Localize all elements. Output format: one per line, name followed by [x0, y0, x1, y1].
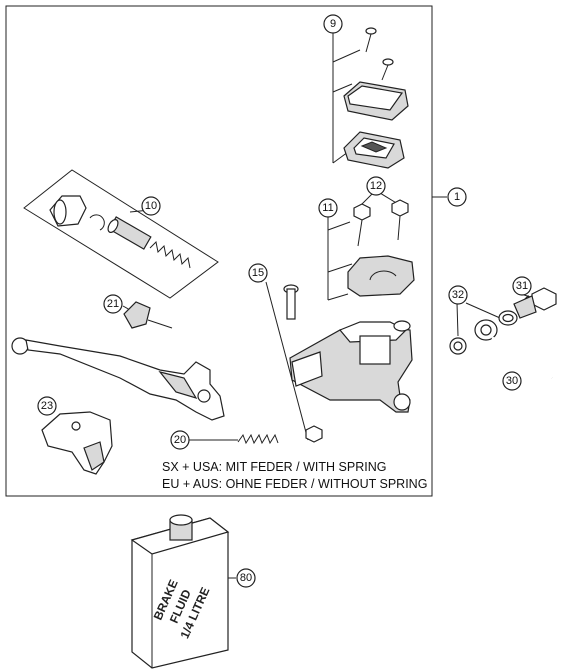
- assembly-frame: [5, 5, 433, 497]
- callout-30-label: 30: [506, 375, 518, 387]
- callout-23: 23: [37, 396, 57, 416]
- callout-10-label: 10: [145, 200, 157, 212]
- callout-12: 12: [366, 176, 386, 196]
- brake-fluid-can: [130, 514, 236, 669]
- callout-21: 21: [103, 294, 123, 314]
- cover-screw: [365, 27, 377, 53]
- brake-hose-group: [449, 287, 557, 380]
- callout-11: 11: [318, 198, 338, 218]
- callout-31-label: 31: [516, 280, 528, 292]
- pivot-nut: [305, 425, 323, 443]
- callout-15: 15: [248, 263, 268, 283]
- circlip: [89, 214, 105, 231]
- pivot-bolt: [283, 284, 299, 320]
- piston-kit-box: [23, 169, 219, 299]
- adjuster-screw: [122, 301, 173, 329]
- callout-20-label: 20: [174, 434, 186, 446]
- callout-12-label: 12: [370, 180, 382, 192]
- callout-9-label: 9: [330, 18, 336, 30]
- piston-spring: [149, 240, 191, 269]
- callout-80: 80: [236, 568, 256, 588]
- lever-guard: [41, 411, 113, 475]
- clamp-bolt: [391, 199, 409, 241]
- callout-9: 9: [323, 14, 343, 34]
- cover-screw: [381, 58, 394, 81]
- callout-1-label: 1: [454, 191, 460, 203]
- callout-21-label: 21: [107, 298, 119, 310]
- handlebar-clamp: [347, 255, 415, 297]
- callout-1: 1: [447, 187, 467, 207]
- brake-lever: [11, 337, 225, 421]
- callout-11-label: 11: [322, 202, 333, 214]
- callout-30: 30: [502, 371, 522, 391]
- callout-31: 31: [512, 276, 532, 296]
- callout-32: 32: [448, 285, 468, 305]
- callout-80-label: 80: [240, 572, 252, 584]
- can-label: BRAKE FLUID 1/4 LITRE: [151, 578, 213, 641]
- clamp-bolt: [353, 203, 371, 247]
- callout-10: 10: [141, 196, 161, 216]
- master-cylinder-body: [289, 320, 413, 413]
- lever-spring: [183, 433, 279, 445]
- note-without-spring: EU + AUS: OHNE FEDER / WITHOUT SPRING: [162, 477, 427, 491]
- callout-32-label: 32: [452, 289, 464, 301]
- clamp-group: [327, 192, 415, 301]
- reservoir-cover-group: [332, 27, 409, 169]
- banjo-bolt: [531, 287, 557, 311]
- piston-kit: [23, 169, 219, 299]
- note-with-spring: SX + USA: MIT FEDER / WITH SPRING: [162, 460, 386, 474]
- callout-15-label: 15: [252, 267, 264, 279]
- callout-23-label: 23: [41, 400, 53, 412]
- callout-20: 20: [170, 430, 190, 450]
